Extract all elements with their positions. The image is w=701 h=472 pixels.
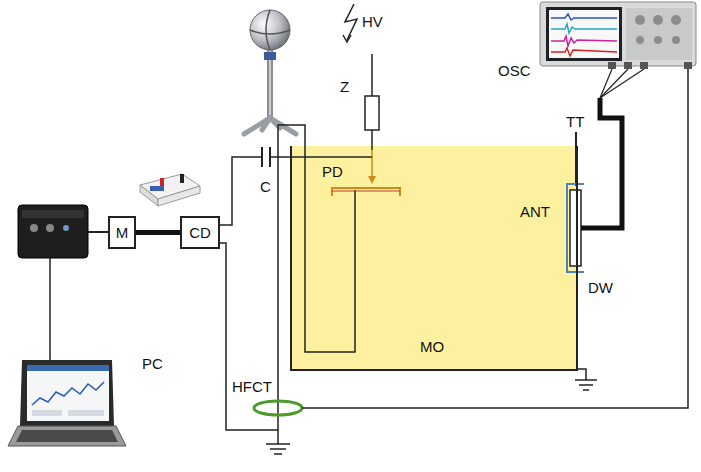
- wire: [302, 69, 688, 408]
- acquisition-unit: [18, 205, 88, 258]
- acquisition-unit: [46, 224, 54, 232]
- process-box: M: [108, 216, 136, 249]
- calibrator: [180, 174, 184, 183]
- laptop: [27, 365, 109, 371]
- oscilloscope: [551, 36, 617, 46]
- oscilloscope: [546, 7, 622, 61]
- part-label: Z: [340, 78, 349, 95]
- oscilloscope: [551, 48, 617, 56]
- probe-wires: [600, 69, 644, 98]
- oscilloscope: [551, 14, 617, 20]
- oscilloscope: [608, 62, 616, 69]
- acquisition-unit: [22, 210, 84, 218]
- box-label: M: [116, 224, 129, 241]
- ground-symbol: [274, 453, 282, 455]
- ground-symbol: [575, 379, 597, 381]
- oscilloscope: [551, 24, 617, 33]
- calibrator: [150, 186, 164, 191]
- field-probe: [244, 10, 296, 134]
- impedance-symbol: [365, 96, 379, 130]
- wire: [220, 157, 262, 225]
- part-label: OSC: [498, 62, 531, 79]
- oscilloscope: [549, 10, 619, 58]
- ground-symbol: [583, 389, 589, 391]
- part-label: DW: [588, 279, 613, 296]
- antenna-cable: [581, 98, 622, 228]
- laptop: [20, 360, 114, 426]
- oscilloscope: [671, 15, 681, 25]
- part-label: PC: [142, 355, 163, 372]
- part-label: HV: [362, 13, 383, 30]
- laptop: [8, 360, 126, 446]
- capacitor-symbol: [269, 147, 271, 167]
- field-probe: [250, 30, 290, 34]
- plane-electrode: [332, 188, 400, 196]
- oscilloscope: [635, 15, 645, 25]
- oscilloscope: [654, 36, 662, 44]
- laptop: [27, 365, 109, 421]
- oscilloscope: [626, 8, 692, 60]
- part-label: C: [260, 178, 271, 195]
- oscilloscope: [624, 62, 632, 69]
- part-label: MO: [420, 338, 444, 355]
- hfct-sensor: [254, 401, 302, 415]
- ground-symbol: [266, 443, 290, 445]
- hv-symbol: [343, 35, 351, 42]
- wire: [371, 54, 373, 96]
- laptop: [68, 410, 104, 416]
- laptop: [32, 410, 62, 416]
- field-probe: [266, 10, 270, 50]
- ground-symbol: [266, 430, 290, 454]
- part-label: HFCT: [232, 378, 272, 395]
- ground-symbol: [270, 448, 286, 450]
- laptop: [16, 430, 118, 442]
- oscilloscope: [640, 62, 648, 69]
- laptop: [8, 426, 126, 446]
- box-label: CD: [189, 224, 211, 241]
- oscilloscope: [540, 2, 696, 69]
- ground-symbol: [579, 384, 593, 386]
- wire: [270, 156, 372, 158]
- needle-electrode: [371, 150, 373, 180]
- plane-electrode: [332, 191, 400, 192]
- probe-wires: [600, 69, 644, 98]
- probe-wires: [600, 69, 628, 98]
- wire: [49, 258, 51, 360]
- antenna: [570, 190, 581, 266]
- oscilloscope: [636, 36, 644, 44]
- wire: [88, 231, 108, 233]
- field-probe: [250, 10, 290, 50]
- calibrator: [158, 186, 200, 206]
- part-label: TT: [566, 113, 584, 130]
- process-box: CD: [180, 216, 220, 249]
- acquisition-unit: [18, 205, 88, 258]
- hv-symbol: [345, 4, 357, 40]
- calibrator: [160, 178, 164, 187]
- oil-fill: [291, 146, 576, 369]
- part-label: ANT: [520, 203, 550, 220]
- oil-tank: PD MO: [290, 146, 578, 371]
- field-probe: [264, 52, 276, 60]
- acquisition-unit: [30, 224, 38, 232]
- oscilloscope: [653, 15, 663, 25]
- part-label: PD: [322, 163, 343, 180]
- laptop: [32, 382, 104, 405]
- oscilloscope: [672, 36, 680, 44]
- cable-connector: [136, 230, 180, 235]
- field-probe: [244, 118, 296, 134]
- oscilloscope: [684, 62, 692, 69]
- acquisition-unit: [63, 225, 69, 231]
- ground-symbol: [575, 369, 597, 390]
- oscilloscope: [540, 2, 696, 66]
- calibrator: [140, 174, 200, 206]
- wire: [371, 130, 373, 150]
- ground-symbol: [277, 430, 279, 444]
